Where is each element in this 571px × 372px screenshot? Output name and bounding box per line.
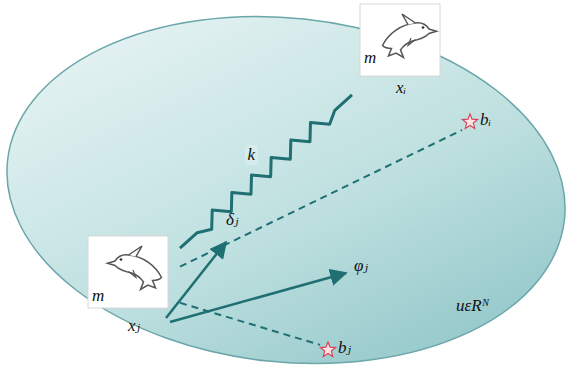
target-star: bᵢ — [462, 110, 495, 134]
dolphin-picture — [108, 246, 162, 290]
dolphin-body — [383, 23, 437, 58]
star-marker — [320, 338, 338, 362]
dolphin-picture-frame — [88, 236, 168, 308]
vector-label: δⱼ — [226, 210, 238, 230]
phi-vector — [170, 273, 346, 322]
mass-label: m — [92, 286, 104, 306]
dolphin-fin — [402, 14, 416, 25]
dolphin-mass: mxᵢ — [352, 4, 444, 104]
dolphin-mass: m xⱼ — [88, 236, 180, 342]
target-label: bⱼ — [338, 338, 351, 358]
dolphin-picture — [383, 14, 437, 58]
star-marker — [320, 342, 335, 356]
star-marker — [462, 114, 477, 128]
dashed-link — [180, 303, 320, 345]
mass-label: m — [364, 48, 376, 68]
dolphin-picture-frame — [360, 4, 440, 76]
dolphin-flipper — [129, 270, 137, 278]
position-label: xⱼ — [128, 316, 140, 336]
dolphin-flipper — [408, 38, 416, 46]
spring-link — [180, 95, 352, 248]
dolphin-eye — [120, 258, 123, 261]
position-label: xᵢ — [396, 78, 406, 98]
target-star: bⱼ — [320, 338, 354, 362]
star-marker — [462, 110, 480, 134]
space-label: uεRᴺ — [456, 296, 489, 316]
dolphin-eye — [422, 26, 425, 29]
target-label: bᵢ — [480, 110, 491, 130]
dolphin-fin — [129, 246, 143, 257]
dolphin-body — [108, 255, 162, 290]
vector-label: φⱼ — [354, 256, 368, 276]
dashed-link — [180, 130, 462, 267]
spring-constant: k — [245, 145, 259, 165]
